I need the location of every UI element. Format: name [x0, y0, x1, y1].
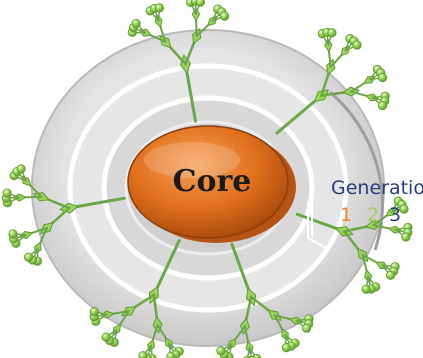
terminal-sphere — [327, 28, 337, 38]
terminal-sphere — [352, 40, 362, 50]
terminal-sphere — [361, 284, 371, 294]
terminal-sphere — [377, 100, 388, 111]
generation-1-label: 1 — [340, 204, 353, 226]
terminal-sphere — [377, 72, 388, 83]
generation-2-label: 2 — [367, 204, 380, 226]
terminal-sphere — [8, 229, 18, 239]
dendron-2 — [275, 27, 390, 135]
generation-title: Generation — [331, 177, 423, 199]
terminal-sphere — [131, 18, 141, 29]
dendron-1 — [127, 0, 230, 123]
core — [127, 125, 296, 243]
terminal-sphere — [16, 164, 26, 174]
terminal-branch — [246, 346, 251, 358]
dendrons — [1, 0, 413, 358]
dendron-4 — [216, 242, 314, 358]
core-disc — [127, 125, 289, 239]
terminal-branch — [248, 346, 253, 358]
dendron-5 — [89, 238, 184, 358]
dendron-6 — [1, 164, 126, 266]
terminal-sphere — [385, 270, 396, 280]
core-gloss — [144, 142, 240, 178]
shell-edge-arc — [329, 90, 384, 251]
terminal-sphere — [154, 3, 165, 13]
terminal-sphere — [399, 204, 409, 214]
terminal-sphere — [401, 232, 411, 242]
generation-bracket — [307, 200, 331, 251]
terminal-sphere — [166, 351, 176, 358]
terminal-sphere — [89, 307, 99, 317]
terminal-sphere — [138, 351, 148, 358]
terminal-sphere — [216, 346, 226, 356]
core-label: Core — [172, 164, 252, 199]
terminal-sphere — [301, 323, 312, 333]
terminal-sphere — [195, 0, 205, 7]
terminal-sphere — [101, 332, 111, 342]
terminal-sphere — [219, 11, 230, 21]
terminal-sphere — [23, 252, 34, 262]
dendron-3 — [295, 196, 413, 294]
terminal-sphere — [281, 343, 292, 353]
terminal-sphere — [2, 188, 12, 198]
generation-3-label: 3 — [389, 204, 402, 226]
